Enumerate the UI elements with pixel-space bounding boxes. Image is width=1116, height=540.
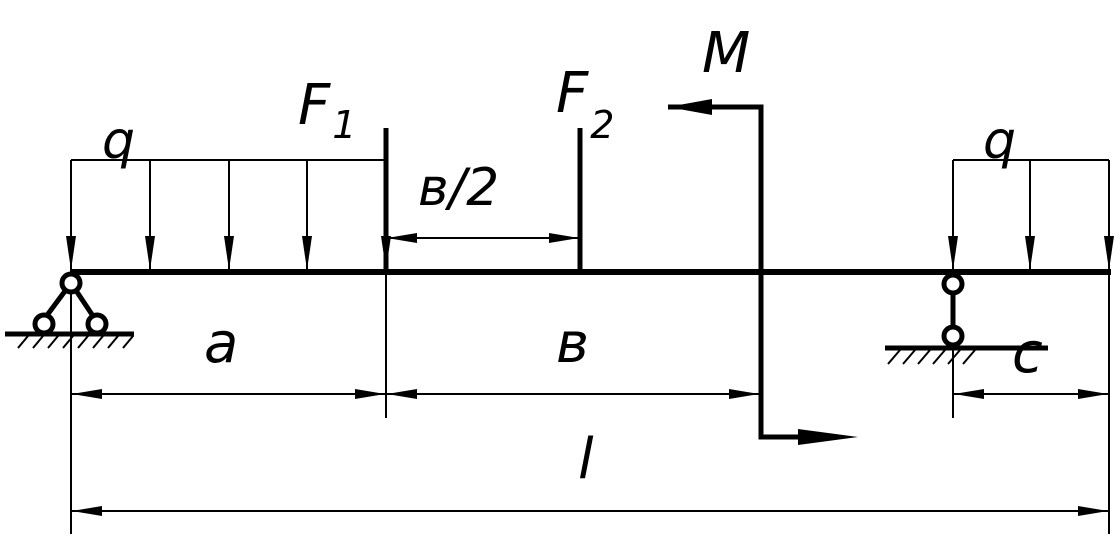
label-f2: F2 xyxy=(556,61,614,147)
label-moment-m: M xyxy=(702,21,750,86)
labels: q q F1 F2 M в/2 a в c l xyxy=(102,21,1043,492)
label-c: c xyxy=(1012,321,1043,386)
distributed-load-right xyxy=(948,159,1114,270)
label-f1: F1 xyxy=(298,73,356,147)
label-a: a xyxy=(204,311,238,376)
label-f1-sub: 1 xyxy=(332,103,356,147)
label-q-left: q xyxy=(102,111,135,171)
label-b-half: в/2 xyxy=(418,158,499,218)
label-f1-main: F xyxy=(298,73,331,138)
label-q-right: q xyxy=(983,111,1016,171)
label-l: l xyxy=(578,427,594,492)
label-b: в xyxy=(556,311,589,376)
label-f2-sub: 2 xyxy=(590,103,614,147)
moment-m-symbol xyxy=(668,99,858,445)
dimension-lines xyxy=(72,233,1108,516)
label-f2-main: F xyxy=(556,61,589,126)
roller-support-right xyxy=(885,272,1048,365)
distributed-load-left xyxy=(66,159,386,270)
pinned-support-left xyxy=(5,271,134,349)
